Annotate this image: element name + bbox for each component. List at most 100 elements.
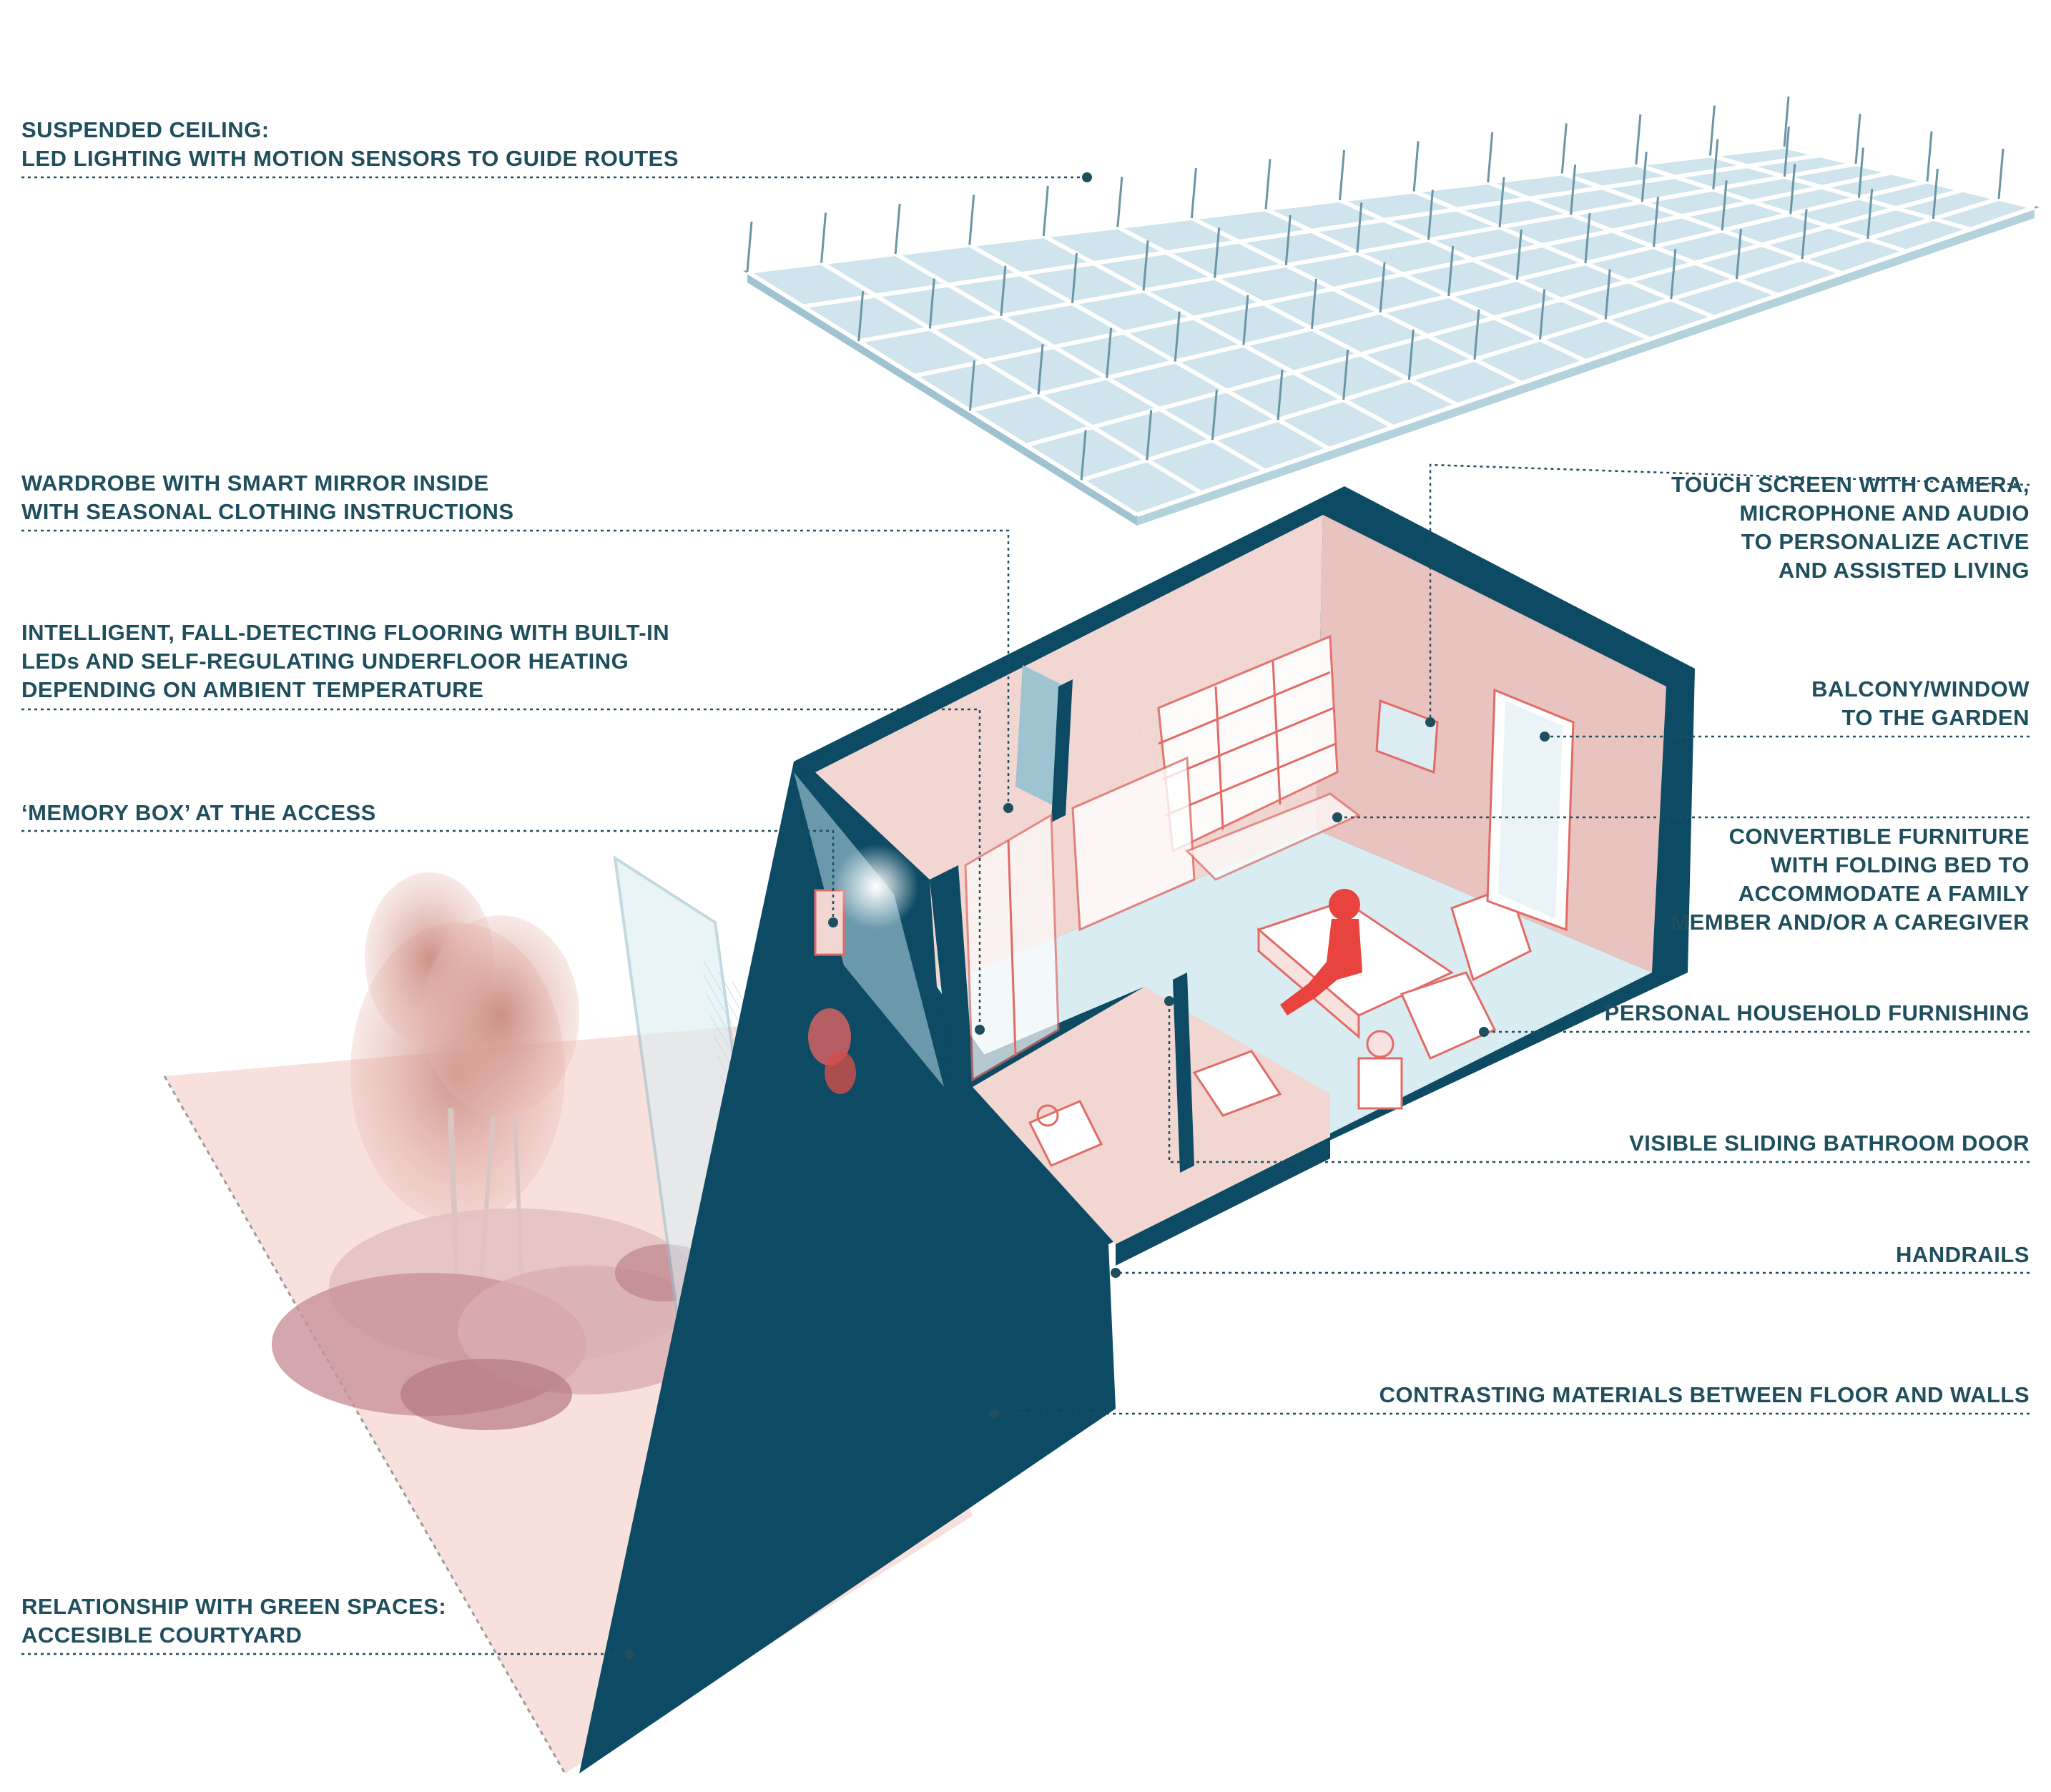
annotation-line: TOUCH SCREEN WITH CAMERA, xyxy=(1671,472,2030,497)
ceiling-hanger-rod xyxy=(1857,147,1864,198)
annotation-handrails: HANDRAILS xyxy=(1896,1241,2030,1269)
annotation-furniture: CONVERTIBLE FURNITURE WITH FOLDING BED T… xyxy=(1671,822,2030,937)
ceiling-grid-line xyxy=(968,242,1331,451)
memory-box xyxy=(814,844,919,956)
ceiling-hanger-rod xyxy=(1037,344,1044,395)
ceiling-grid-line xyxy=(1561,171,1844,275)
ceiling-hanger-rod xyxy=(1146,410,1153,461)
ceiling-hanger-rod xyxy=(1635,114,1642,165)
ceiling-hanger-rod xyxy=(928,278,935,329)
ceiling-hanger-rod xyxy=(968,360,975,411)
ceiling-hanger-rod xyxy=(1560,123,1568,174)
annotation-touch-screen: TOUCH SCREEN WITH CAMERA, MICROPHONE AND… xyxy=(1671,471,2030,585)
ceiling-hanger-rod xyxy=(968,195,975,245)
ceiling-hanger-rod xyxy=(1106,328,1113,378)
ceiling-grid-line xyxy=(894,252,1266,473)
leader-dot xyxy=(1479,1027,1489,1037)
ceiling-hanger-rod xyxy=(1854,114,1861,164)
annotation-sliding-door: VISIBLE SLIDING BATHROOM DOOR xyxy=(1629,1129,2030,1158)
ceiling-hanger-rod xyxy=(1190,167,1197,219)
leader-dots xyxy=(624,172,1550,1659)
garden-plants xyxy=(272,872,715,1430)
ceiling-hanger-rod xyxy=(1412,141,1420,192)
leader-dot xyxy=(1425,717,1435,727)
ceiling-grid-line xyxy=(1784,144,2035,210)
annotation-line: ACCESIBLE COURTYARD xyxy=(21,1623,303,1648)
ceiling-hanger-rod xyxy=(1174,311,1181,362)
leader-dot xyxy=(1082,172,1092,182)
leader-line xyxy=(21,829,835,922)
entry-plant xyxy=(808,1008,856,1094)
annotation-line: VISIBLE SLIDING BATHROOM DOOR xyxy=(1629,1131,2030,1156)
ceiling-hanger-rod xyxy=(1641,152,1648,202)
ceiling-hanger-rod xyxy=(1670,249,1677,300)
annotation-wardrobe: WARDROBE WITH SMART MIRROR INSIDE WITH S… xyxy=(21,469,514,526)
ceiling-hanger-rod xyxy=(1356,202,1363,253)
annotation-household: PERSONAL HOUSEHOLD FURNISHING xyxy=(1605,999,2030,1028)
leader-dot xyxy=(989,1409,999,1419)
ceiling-hanger-rod xyxy=(1310,278,1317,329)
annotation-line: MICROPHONE AND AUDIO xyxy=(1739,501,2030,526)
leader-line xyxy=(21,529,1010,808)
ceiling-hanger-rod xyxy=(1116,177,1123,227)
ceiling-hanger-rod xyxy=(746,221,753,272)
annotation-flooring: INTELLIGENT, FALL-DETECTING FLOORING WIT… xyxy=(21,619,669,704)
annotation-line: BALCONY/WINDOW xyxy=(1811,676,2030,701)
annotation-line: WITH FOLDING BED TO xyxy=(1771,852,2030,877)
ceiling-hanger-rod xyxy=(1214,227,1221,278)
ceiling-grid-line xyxy=(1136,205,2035,517)
leader-lines xyxy=(21,176,2030,1655)
ceiling-grid-line xyxy=(1116,225,1459,408)
leader-dot xyxy=(975,1025,985,1035)
annotation-line: MEMBER AND/OR A CAREGIVER xyxy=(1671,910,2030,935)
ceiling-hanger-rod xyxy=(1932,168,1939,220)
ceiling-hanger-rod xyxy=(1487,132,1494,183)
annotation-line: DEPENDING ON AMBIENT TEMPERATURE xyxy=(21,677,484,702)
ceiling-hanger-rod xyxy=(820,212,827,263)
ceiling-hanger-rod xyxy=(1071,252,1078,304)
ceiling-hanger-rod xyxy=(1473,309,1480,360)
leader-dot xyxy=(828,917,838,927)
ceiling-hanger-rod xyxy=(1783,126,1790,177)
leader-dot xyxy=(1003,803,1013,813)
ceiling-hanger-rod xyxy=(1277,369,1284,420)
leader-line xyxy=(1429,463,2030,722)
annotation-line: LEDs AND SELF-REGULATING UNDERFLOOR HEAT… xyxy=(21,649,629,674)
annotation-suspended-ceiling: SUSPENDED CEILING: LED LIGHTING WITH MOT… xyxy=(21,116,679,173)
ceiling-grid-line xyxy=(746,270,1138,517)
annotation-balcony: BALCONY/WINDOW TO THE GARDEN xyxy=(1811,675,2030,732)
ceiling-hanger-rod xyxy=(1712,139,1719,189)
ceiling-hanger-rod xyxy=(894,203,901,255)
ceiling-grid-line xyxy=(913,170,1892,378)
ceiling-grid-line xyxy=(1025,187,1964,448)
annotation-line: PERSONAL HOUSEHOLD FURNISHING xyxy=(1604,1000,2030,1025)
leader-line xyxy=(1168,1001,2030,1163)
ceiling-hanger-rod xyxy=(1866,188,1874,240)
ceiling-hanger-rod xyxy=(1080,430,1087,481)
ceiling-hanger-rod xyxy=(1498,177,1505,227)
balcony-door xyxy=(1486,688,1575,932)
ceiling-hanger-rod xyxy=(1708,105,1716,156)
annotation-line: WITH SEASONAL CLOTHING INSTRUCTIONS xyxy=(21,499,514,524)
ceiling-hanger-rod xyxy=(1721,180,1728,231)
ceiling-hanger-rod xyxy=(1783,96,1790,147)
ceiling-hanger-rod xyxy=(1539,289,1546,340)
ceiling-hanger-rod xyxy=(857,291,865,342)
ceiling-hanger-rod xyxy=(1427,189,1434,240)
ceiling-grid-line xyxy=(1264,207,1587,363)
leader-dot xyxy=(1332,812,1342,822)
annotation-line: RELATIONSHIP WITH GREEN SPACES: xyxy=(21,1594,447,1619)
ceiling-grid-line xyxy=(1081,196,2000,483)
ceiling-hanger-rod xyxy=(1515,229,1523,280)
ceiling-hanger-rod xyxy=(1339,149,1346,201)
annotation-line: ‘MEMORY BOX’ AT THE ACCESS xyxy=(21,800,376,825)
annotation-green-spaces: RELATIONSHIP WITH GREEN SPACES: ACCESIBL… xyxy=(21,1592,446,1650)
resident-figure xyxy=(1280,889,1362,1015)
ceiling-hanger-rod xyxy=(1264,159,1272,210)
annotation-line: INTELLIGENT, FALL-DETECTING FLOORING WIT… xyxy=(21,620,670,645)
ceiling-hanger-rod xyxy=(1242,295,1249,345)
ceiling-hanger-rod xyxy=(1042,185,1049,237)
ceiling-grid-line xyxy=(1487,180,1779,297)
leader-dot xyxy=(1164,996,1174,1006)
